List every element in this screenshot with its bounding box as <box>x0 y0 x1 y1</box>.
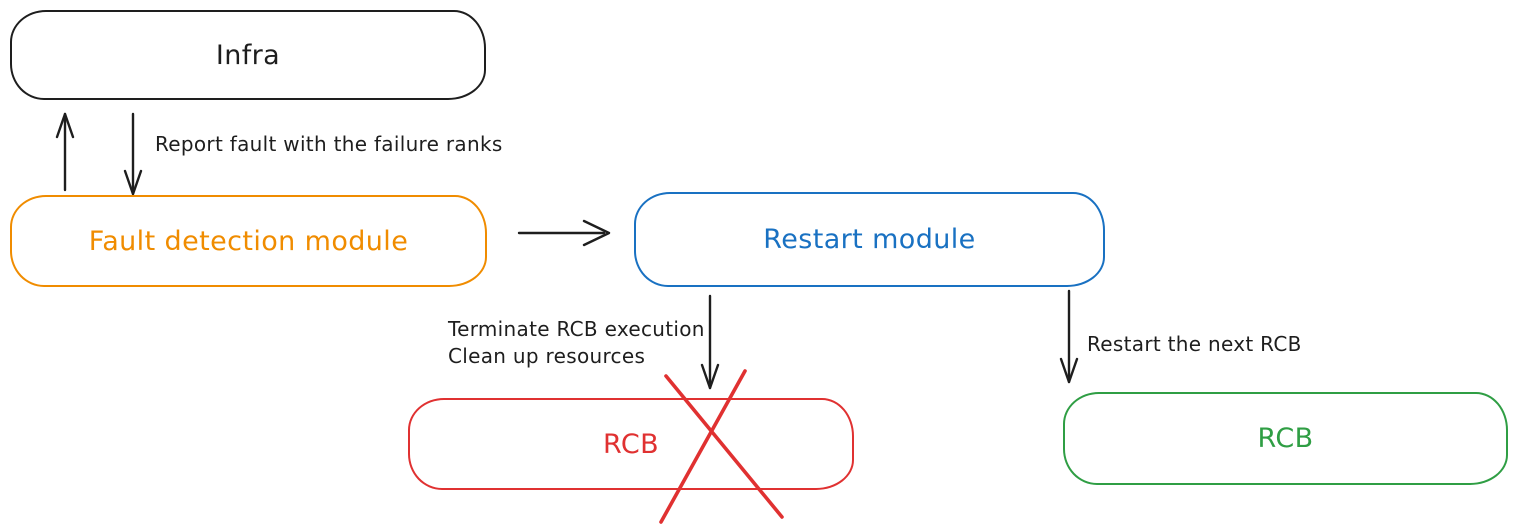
node-restart-module-label: Restart module <box>763 224 976 255</box>
edge-label-restart-next: Restart the next RCB <box>1087 332 1302 356</box>
edge-label-terminate-cleanup: Terminate RCB execution Clean up resourc… <box>448 316 705 370</box>
node-fault-detection-label: Fault detection module <box>88 225 409 257</box>
node-rcb-terminated-label: RCB <box>603 428 659 460</box>
node-rcb-terminated: RCB <box>408 398 854 490</box>
node-fault-detection-module: Fault detection module <box>10 195 487 287</box>
node-rcb-next: RCB <box>1063 392 1508 485</box>
edge-label-terminate-line1: Terminate RCB execution <box>448 317 705 341</box>
node-infra: Infra <box>10 10 486 100</box>
node-rcb-next-label: RCB <box>1257 423 1314 454</box>
arrow-fault-to-infra <box>55 112 75 192</box>
edge-label-report-fault: Report fault with the failure ranks <box>155 132 503 156</box>
edge-label-terminate-line2: Clean up resources <box>448 344 646 368</box>
arrow-restart-to-rcb-next <box>1059 289 1079 384</box>
arrow-infra-to-fault <box>123 112 143 196</box>
node-infra-label: Infra <box>215 39 281 71</box>
arrow-fault-to-restart <box>517 219 611 247</box>
node-restart-module: Restart module <box>634 192 1105 287</box>
